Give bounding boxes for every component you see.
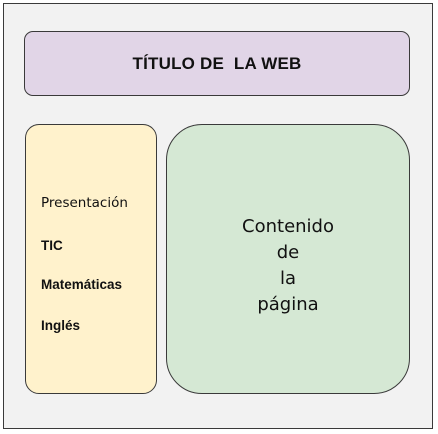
content-line: Contenido xyxy=(242,216,334,237)
sidebar-item-presentacion[interactable]: Presentación xyxy=(41,195,128,211)
page-title: TÍTULO DE LA WEB xyxy=(132,53,302,73)
content-line: de xyxy=(276,242,300,263)
content-area: Contenido de la página xyxy=(166,124,410,394)
content-line: la xyxy=(279,268,297,289)
sidebar-item-matematicas[interactable]: Matemáticas xyxy=(41,277,123,292)
sidebar-item-tic[interactable]: TIC xyxy=(41,238,63,253)
sidebar-menu: Presentación TIC Matemáticas Inglés xyxy=(25,124,157,394)
content-line: página xyxy=(257,294,319,315)
sidebar-item-ingles[interactable]: Inglés xyxy=(41,318,81,333)
content-placeholder-text: Contenido de la página xyxy=(167,214,409,318)
header-box: TÍTULO DE LA WEB xyxy=(24,31,410,96)
